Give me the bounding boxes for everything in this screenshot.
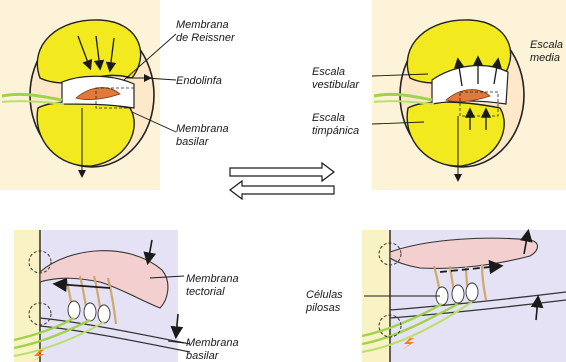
- hair-cell-body: [466, 283, 478, 301]
- hair-cell-body: [98, 305, 110, 323]
- label-basilar-line2: basilar: [176, 136, 210, 148]
- label-timpanica-line2: timpánica: [312, 125, 359, 137]
- label-endolinfa: Endolinfa: [176, 75, 222, 87]
- label-reissner-line1: Membrana: [176, 19, 229, 31]
- double-arrow-right-icon: [230, 163, 334, 181]
- label-vestibular-line1: Escala: [312, 66, 345, 78]
- label-reissner-line2: de Reissner: [176, 32, 236, 44]
- panel-bottom-left: [14, 230, 190, 362]
- label-basilar-line1: Membrana: [176, 123, 229, 135]
- label-tectorial-line2: tectorial: [186, 286, 225, 298]
- label-media-line2: media: [530, 52, 560, 64]
- panel-bottom-right: [362, 230, 566, 362]
- hair-cell-body: [84, 303, 96, 321]
- label-media-line1: Escala: [530, 39, 563, 51]
- label-celulas-line2: pilosas: [305, 302, 341, 314]
- label-timpanica-line1: Escala: [312, 112, 345, 124]
- hair-cell-body: [68, 301, 80, 319]
- label-basilar-bottom-line2: basilar: [186, 350, 220, 362]
- label-basilar-bottom-line1: Membrana: [186, 337, 239, 349]
- panel-top-left: [0, 0, 176, 190]
- label-vestibular-line2: vestibular: [312, 79, 360, 91]
- double-arrow-left-icon: [230, 181, 334, 199]
- label-celulas-line1: Células: [306, 289, 343, 301]
- panel-top-right: [372, 0, 566, 190]
- hair-cell-body: [452, 285, 464, 303]
- label-tectorial-line1: Membrana: [186, 273, 239, 285]
